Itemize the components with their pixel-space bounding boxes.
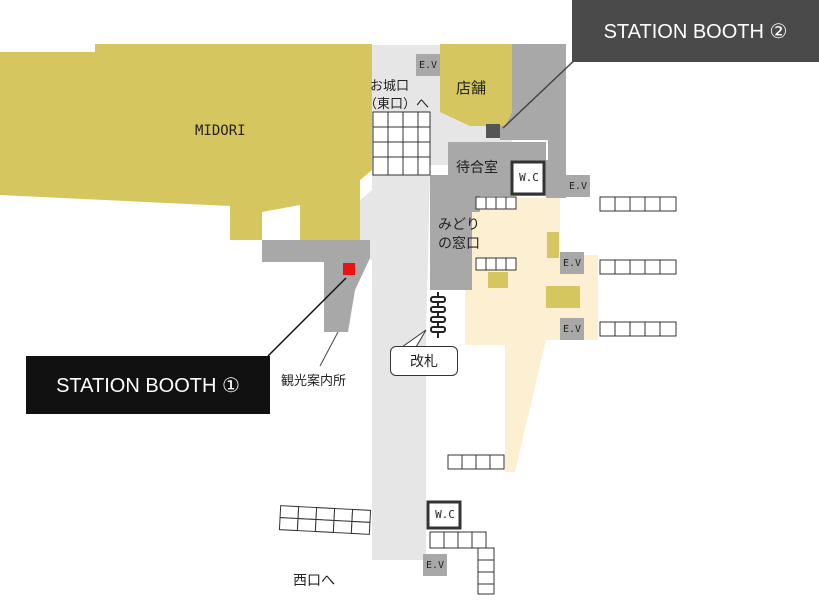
booth1-marker[interactable] <box>343 263 355 275</box>
tourist-info-label: 観光案内所 <box>281 374 347 389</box>
wc-box <box>510 160 546 196</box>
booth1-leader <box>267 277 347 357</box>
ticket-office-label-2: の窓口 <box>438 236 480 252</box>
shop-side-office <box>500 44 566 160</box>
stairs-west-exit <box>278 505 495 595</box>
ev-box <box>423 554 447 576</box>
shop-block <box>440 44 512 126</box>
ev-box <box>416 54 440 76</box>
ev-label: E.V <box>425 560 445 571</box>
waiting-room-label: 待合室 <box>456 160 498 176</box>
tourist-info-leader <box>319 331 339 367</box>
ev-box <box>566 175 590 197</box>
ticket-office-label-1: みどり <box>438 217 480 233</box>
castle-exit-label-2: （東口）へ <box>364 97 430 112</box>
west-exit-label: 西口へ <box>293 573 335 589</box>
ev-label: E.V <box>562 324 582 335</box>
tourist-info-block <box>262 240 370 332</box>
ev-label: E.V <box>568 181 588 192</box>
ticket-gate <box>430 292 446 338</box>
stairs-castle-exit <box>372 111 431 176</box>
wc-box <box>426 500 462 530</box>
castle-exit-label-1: お城口 <box>370 79 410 94</box>
platform-fixture <box>546 286 580 308</box>
wc-label: W.C <box>519 171 539 184</box>
platform-fixture <box>488 272 508 288</box>
station-booth-1-callout[interactable]: STATION BOOTH ① <box>26 356 270 414</box>
ev-box <box>560 252 584 274</box>
booth2-marker[interactable] <box>486 124 500 138</box>
platform-fixture <box>547 232 559 258</box>
ev-box <box>560 318 584 340</box>
shop-label: 店舗 <box>456 79 487 97</box>
ticket-office-block <box>430 186 480 290</box>
stairs-platform <box>447 196 677 470</box>
wc-label: W.C <box>435 508 455 521</box>
station-booth-2-callout[interactable]: STATION BOOTH ② <box>572 0 819 62</box>
midori-block <box>0 44 372 240</box>
ev-label: E.V <box>418 60 438 71</box>
booth2-leader <box>502 54 581 129</box>
ticket-gate-label: 改札 <box>390 346 458 376</box>
ev-label: E.V <box>562 258 582 269</box>
midori-label: MIDORI <box>195 123 246 139</box>
